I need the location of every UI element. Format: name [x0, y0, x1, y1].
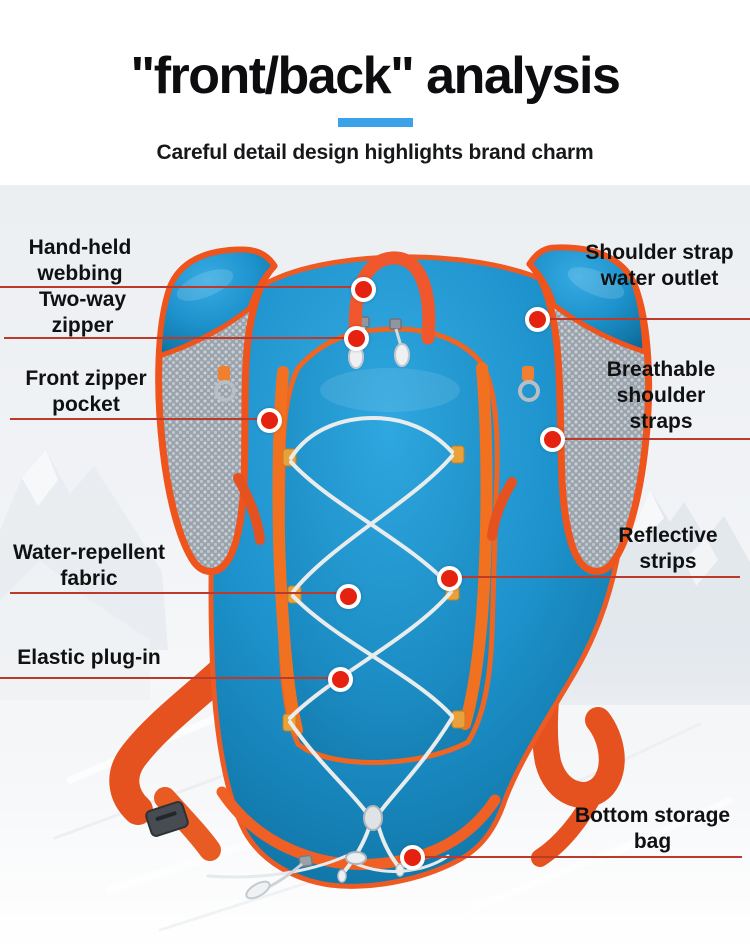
annotation-label-front-zipper-pocket: Front zipper pocket	[25, 367, 147, 416]
annotation-label-elastic-plug-in: Elastic plug-in	[17, 646, 161, 669]
fabric-highlight	[320, 368, 460, 412]
right-shoulder-strap-top	[527, 245, 648, 355]
callout-line-bottom-storage-bag	[416, 856, 742, 858]
bottom-zipper-slider	[298, 854, 313, 868]
page-title: "front/back" analysis	[130, 47, 621, 105]
callout-line-two-way-zipper	[4, 337, 357, 339]
callout-dot-reflective-strips	[437, 566, 462, 591]
bottom-hem	[216, 786, 501, 870]
bottom-drawcord	[206, 854, 450, 879]
callout-dot-water-repellent-fabric	[336, 584, 361, 609]
title-underline	[338, 118, 413, 127]
annotation-label-two-way-zipper: Two-way zipper	[38, 288, 127, 337]
annotation-label-shoulder-strap-water-outlet: Shoulder strap water outlet	[585, 241, 734, 290]
shoulder-straps	[155, 244, 653, 575]
callout-dot-elastic-plug-in	[328, 667, 353, 692]
page-subtitle: Careful detail design highlights brand c…	[156, 141, 594, 164]
left-compression-strap	[233, 473, 265, 545]
drawcord-toggle	[345, 851, 367, 865]
right-strap-d-ring	[518, 380, 540, 402]
callout-line-water-repellent-fabric	[10, 592, 349, 594]
callout-dot-hand-held-webbing	[351, 277, 376, 302]
right-compression-strap	[487, 477, 517, 541]
callout-dot-shoulder-strap-water-outlet	[525, 307, 550, 332]
callout-line-elastic-plug-in	[0, 677, 341, 679]
cord-end	[337, 869, 347, 883]
annotation-label-breathable-shoulder-straps: Breathable shoulder straps	[606, 358, 716, 433]
right-zipper-tape	[459, 362, 493, 730]
annotation-label-water-repellent-fabric: Water-repellent fabric	[12, 541, 166, 590]
callout-dot-bottom-storage-bag	[400, 845, 425, 870]
bottom-zipper-pull	[245, 880, 271, 900]
left-shoulder-strap-top	[156, 247, 277, 359]
cord-lock	[363, 805, 383, 831]
left-zipper-tape	[272, 366, 303, 736]
annotation-label-hand-held-webbing: Hand-held webbing	[28, 236, 132, 285]
callout-dot-two-way-zipper	[344, 326, 369, 351]
annotation-label-reflective-strips: Reflective strips	[618, 524, 718, 573]
callout-dot-front-zipper-pocket	[257, 408, 282, 433]
annotation-label-bottom-storage-bag: Bottom storage bag	[574, 804, 731, 853]
callout-line-hand-held-webbing	[0, 286, 364, 288]
callout-line-breathable-shoulder-straps	[556, 438, 750, 440]
left-strap-loop	[218, 366, 230, 381]
left-strap-d-ring	[214, 380, 236, 402]
right-strap-loop	[522, 366, 534, 381]
callout-line-shoulder-strap-water-outlet	[540, 318, 750, 320]
callout-dot-breathable-shoulder-straps	[540, 427, 565, 452]
strap-buckle	[145, 801, 189, 837]
callout-line-front-zipper-pocket	[10, 418, 270, 420]
callout-line-reflective-strips	[452, 576, 740, 578]
